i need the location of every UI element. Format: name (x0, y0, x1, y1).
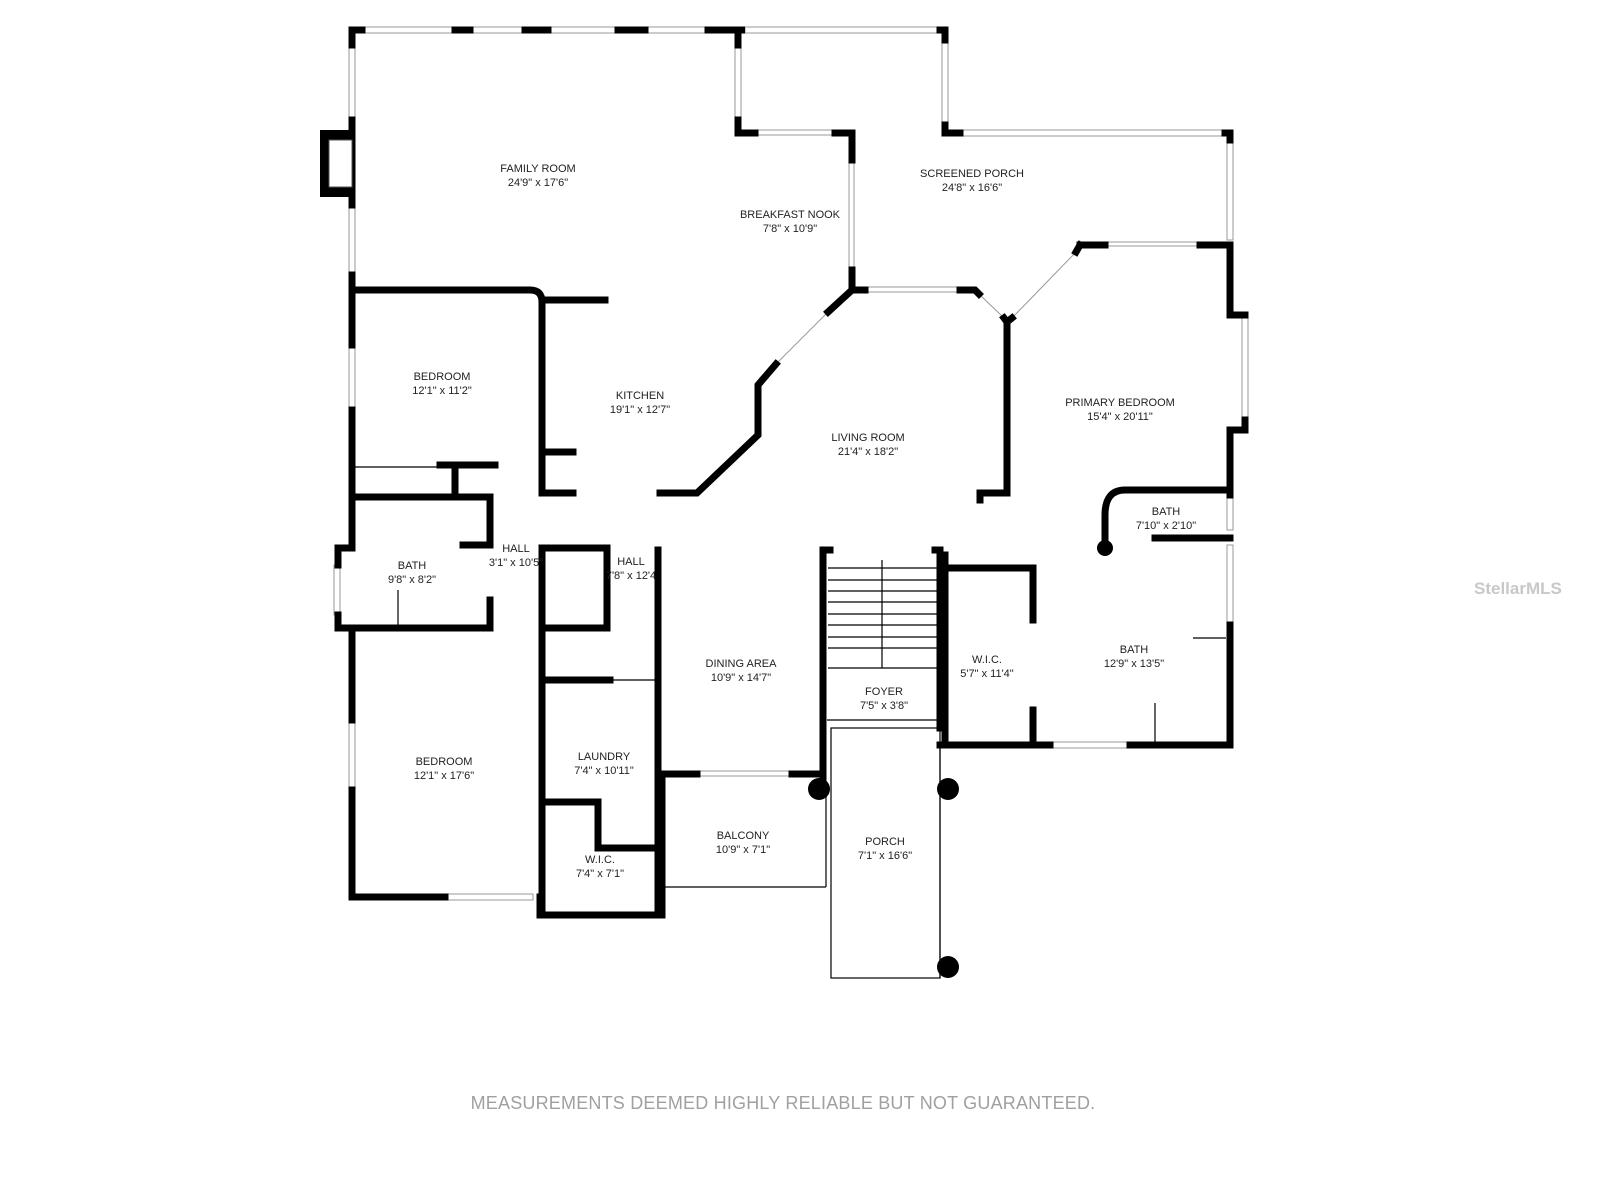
room-dims: 7'8" x 10'9" (763, 223, 817, 235)
room-labels: FAMILY ROOM 24'9" x 17'6" BREAKFAST NOOK… (388, 163, 1196, 880)
room-dims: 19'1" x 12'7" (610, 404, 670, 416)
room-name: HALL (617, 556, 645, 568)
room-name: BATH (398, 560, 427, 572)
room-dims: 7'4" x 10'11" (574, 765, 634, 777)
room-dims: 7'5" x 3'8" (860, 700, 908, 712)
room-dims: 21'4" x 18'2" (838, 446, 898, 458)
room-name: DINING AREA (706, 658, 778, 670)
room-name: KITCHEN (616, 390, 664, 402)
windows (333, 26, 1249, 901)
room-name: BATH (1152, 506, 1181, 518)
room-name: FOYER (865, 686, 903, 698)
room-name: HALL (502, 543, 530, 555)
room-dims: 15'4" x 20'11" (1087, 411, 1153, 423)
watermark: StellarMLS (1474, 579, 1562, 598)
room-dims: 12'1" x 11'2" (412, 385, 472, 397)
room-name: BREAKFAST NOOK (740, 209, 841, 221)
room-dims: 7'10" x 2'10" (1136, 520, 1196, 532)
room-dims: 5'7" x 11'4" (960, 668, 1013, 680)
room-dims: 10'9" x 14'7" (711, 672, 771, 684)
room-dims: 24'8" x 16'6" (942, 182, 1002, 194)
room-dims: 7'4" x 7'1" (576, 868, 624, 880)
room-name: FAMILY ROOM (500, 163, 575, 175)
room-name: BEDROOM (416, 756, 473, 768)
room-name: BATH (1120, 644, 1149, 656)
room-name: SCREENED PORCH (920, 168, 1024, 180)
room-dims: 10'9" x 7'1" (716, 844, 770, 856)
room-name: W.I.C. (585, 854, 615, 866)
disclaimer-footer: MEASUREMENTS DEEMED HIGHLY RELIABLE BUT … (470, 1093, 1096, 1113)
room-name: W.I.C. (972, 654, 1002, 666)
room-dims: 7'1" x 16'6" (858, 850, 912, 862)
room-name: PRIMARY BEDROOM (1065, 397, 1175, 409)
room-name: LIVING ROOM (831, 432, 904, 444)
room-name: LAUNDRY (578, 751, 631, 763)
porch-posts (808, 778, 959, 978)
stairs (828, 560, 937, 669)
walls (320, 26, 1249, 919)
room-name: BEDROOM (414, 371, 471, 383)
room-dims: 7'8" x 12'4 (606, 570, 656, 582)
room-dims: 3'1" x 10'5" (489, 557, 543, 569)
room-name: PORCH (865, 836, 905, 848)
room-dims: 24'9" x 17'6" (508, 177, 568, 189)
room-dims: 9'8" x 8'2" (388, 574, 436, 586)
room-dims: 12'9" x 13'5" (1104, 658, 1164, 670)
room-dims: 12'1" x 17'6" (414, 770, 474, 782)
room-name: BALCONY (717, 830, 770, 842)
